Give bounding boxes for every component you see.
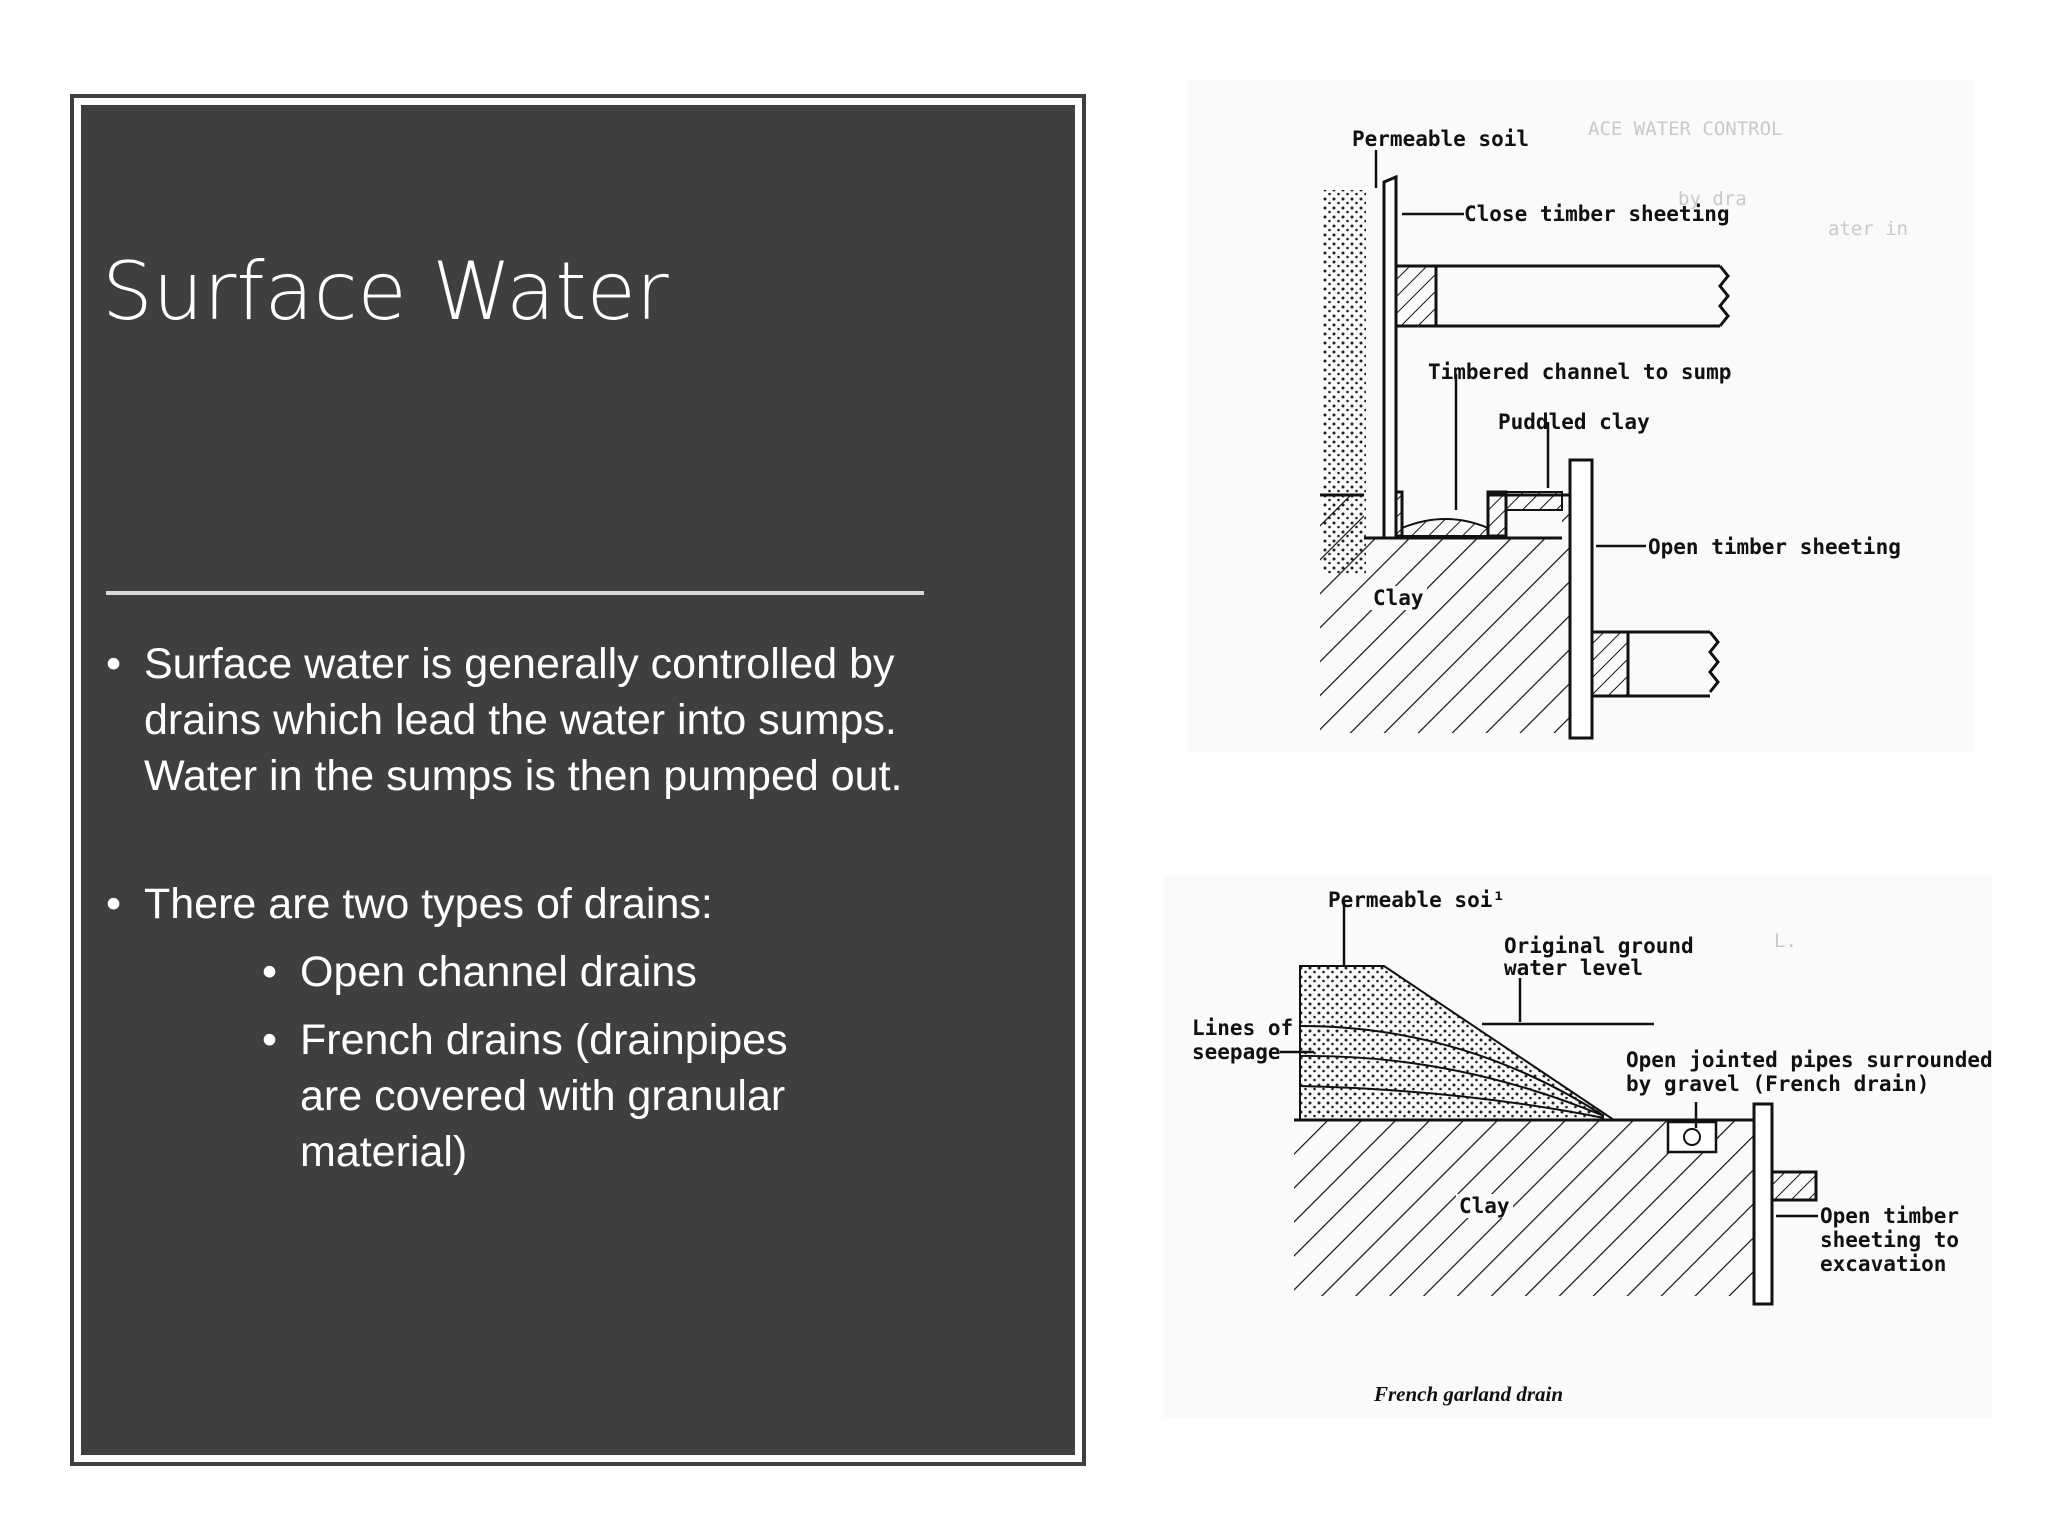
label-permeable-soil: Permeable soi¹ — [1328, 888, 1506, 912]
label-close-timber-sheeting: Close timber sheeting — [1464, 202, 1730, 226]
french-drain-drawing — [1280, 902, 1818, 1306]
label-excavation: excavation — [1820, 1252, 1947, 1276]
diagram-caption: French garland drain — [1374, 1382, 1564, 1406]
label-timbered-channel: Timbered channel to sump — [1428, 360, 1732, 384]
label-open-jointed-pipes: Open jointed pipes surrounded — [1626, 1048, 1993, 1072]
label-clay: Clay — [1370, 586, 1427, 610]
bullet-list: Surface water is generally controlled by… — [106, 636, 926, 1180]
title-divider — [106, 591, 924, 595]
label-open-timber-sheeting: Open timber sheeting — [1648, 535, 1901, 559]
label-puddled-clay: Puddled clay — [1498, 410, 1650, 434]
label-sheeting-to: sheeting to — [1820, 1228, 1960, 1252]
slide-title: Surface Water — [102, 245, 669, 338]
bullet-item: Surface water is generally controlled by… — [106, 636, 926, 804]
label-permeable-soil: Permeable soil — [1352, 127, 1530, 151]
sub-bullet-item: French drains (drainpipes are covered wi… — [262, 1012, 860, 1180]
label-seepage: seepage — [1192, 1040, 1281, 1064]
french-drain-diagram: L. Permeable soi¹ Original ground water … — [1164, 876, 1993, 1418]
open-channel-drain-drawing — [1320, 150, 1730, 740]
label-lines-of: Lines of — [1192, 1016, 1294, 1040]
bullet-item: There are two types of drains: — [106, 876, 926, 932]
label-open-timber: Open timber — [1820, 1204, 1960, 1228]
label-clay: Clay — [1456, 1194, 1513, 1218]
sub-bullet-item: Open channel drains — [262, 944, 926, 1000]
open-channel-drain-diagram: ACE WATER CONTROL by dra ater in Permeab… — [1188, 80, 1974, 752]
label-original-ground: Original ground — [1504, 934, 1694, 958]
label-water-level: water level — [1504, 956, 1644, 980]
label-by-gravel: by gravel (French drain) — [1626, 1072, 1930, 1096]
